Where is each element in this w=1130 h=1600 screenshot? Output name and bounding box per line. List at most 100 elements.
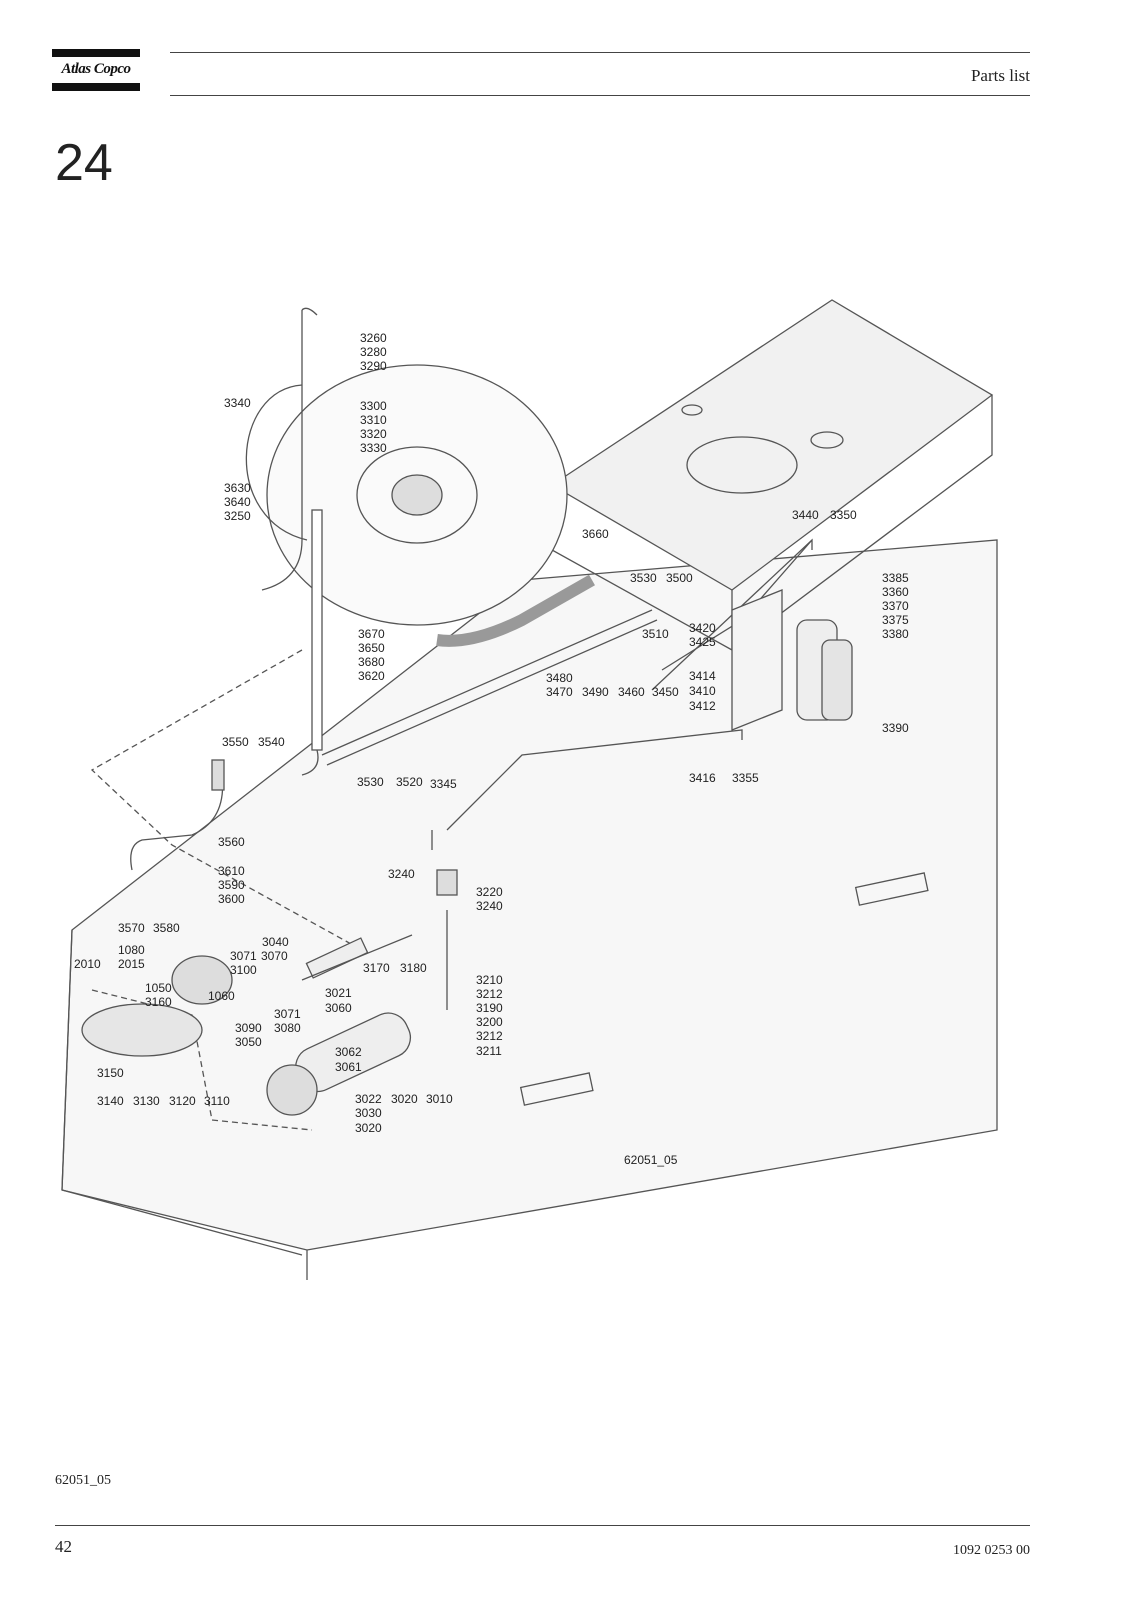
- callout-label: 3110: [204, 1094, 230, 1108]
- callout-label: 3670: [358, 627, 385, 641]
- callout-label: 3420: [689, 621, 716, 635]
- callout-label: 3530: [630, 571, 657, 585]
- callout-label: 3150: [97, 1066, 124, 1080]
- callout-label: 3440: [792, 508, 819, 522]
- callout-label: 2010: [74, 957, 101, 971]
- callout-label: 3370: [882, 599, 909, 613]
- callout-label: 3220: [476, 885, 503, 899]
- callout-label: 3410: [689, 684, 716, 698]
- callout-label: 3180: [400, 961, 427, 975]
- callout-label: 3380: [882, 627, 909, 641]
- callout-label: 3355: [732, 771, 759, 785]
- callout-label: 3022: [355, 1092, 382, 1106]
- figure-code: 62051_05: [624, 1153, 678, 1167]
- callout-label: 1050: [145, 981, 172, 995]
- callout-label: 2015: [118, 957, 145, 971]
- callout-label: 3080: [274, 1021, 301, 1035]
- callout-label: 3385: [882, 571, 909, 585]
- callout-label: 3090: [235, 1021, 262, 1035]
- callout-label: 3425: [689, 635, 716, 649]
- callout-label: 3580: [153, 921, 180, 935]
- callout-label: 3680: [358, 655, 385, 669]
- callout-label: 3570: [118, 921, 145, 935]
- callout-label: 3211: [476, 1044, 502, 1058]
- callout-label: 3340: [224, 396, 251, 410]
- callout-label: 3020: [355, 1121, 382, 1135]
- callout-label: 3416: [689, 771, 716, 785]
- callout-label: 3500: [666, 571, 693, 585]
- footer-rule: [55, 1525, 1030, 1526]
- callout-label: 3310: [360, 413, 387, 427]
- callout-label: 3170: [363, 961, 390, 975]
- callout-label: 3470: [546, 685, 573, 699]
- callout-label: 3540: [258, 735, 285, 749]
- exploded-parts-diagram: 3260 3280 3290 3340 3300 3310 3320 3330 …: [52, 290, 1012, 1280]
- callout-label: 3212: [476, 1029, 503, 1043]
- callout-label: 3390: [882, 721, 909, 735]
- callout-label: 3071: [230, 949, 257, 963]
- callout-label: 3140: [97, 1094, 124, 1108]
- callout-label: 3530: [357, 775, 384, 789]
- callout-label: 3660: [582, 527, 609, 541]
- callout-label: 3260: [360, 331, 387, 345]
- brand-name: Atlas Copco: [61, 61, 131, 77]
- callout-label: 3490: [582, 685, 609, 699]
- callout-label: 3360: [882, 585, 909, 599]
- document-number: 1092 0253 00: [953, 1543, 1030, 1558]
- callout-label: 3375: [882, 613, 909, 627]
- callout-label: 3550: [222, 735, 249, 749]
- header-rule-top: [170, 52, 1030, 53]
- callout-label: 3560: [218, 835, 245, 849]
- callout-label: 3610: [218, 864, 245, 878]
- callout-label: 3600: [218, 892, 245, 906]
- callout-label: 1060: [208, 989, 235, 1003]
- callout-label: 3250: [224, 509, 251, 523]
- callout-label: 3330: [360, 441, 387, 455]
- callout-label: 3280: [360, 345, 387, 359]
- callout-label: 3040: [262, 935, 289, 949]
- callout-label: 3510: [642, 627, 669, 641]
- callout-label: 3061: [335, 1060, 362, 1074]
- callout-label: 3200: [476, 1015, 503, 1029]
- callout-label: 3240: [388, 867, 415, 881]
- callout-label: 3020: [391, 1092, 418, 1106]
- callout-label: 3050: [235, 1035, 262, 1049]
- callout-label: 3620: [358, 669, 385, 683]
- callout-label: 3630: [224, 481, 251, 495]
- callout-label: 3190: [476, 1001, 503, 1015]
- callout-label: 3212: [476, 987, 503, 1001]
- callout-label: 3030: [355, 1106, 382, 1120]
- callout-label: 3320: [360, 427, 387, 441]
- header-title: Parts list: [970, 66, 1030, 85]
- callout-label: 3460: [618, 685, 645, 699]
- callout-label: 3290: [360, 359, 387, 373]
- callout-label: 3160: [145, 995, 172, 1009]
- callout-label: 3071: [274, 1007, 301, 1021]
- callout-label: 3640: [224, 495, 251, 509]
- callout-label: 3590: [218, 878, 245, 892]
- callout-label: 3070: [261, 949, 288, 963]
- callout-label: 3480: [546, 671, 573, 685]
- callout-label: 3412: [689, 699, 716, 713]
- callout-label: 3350: [830, 508, 857, 522]
- callout-label: 3210: [476, 973, 503, 987]
- callout-label: 3062: [335, 1045, 362, 1059]
- callout-label: 1080: [118, 943, 145, 957]
- callout-label: 3450: [652, 685, 679, 699]
- callout-label: 3130: [133, 1094, 160, 1108]
- callout-label: 3240: [476, 899, 503, 913]
- callout-label: 3520: [396, 775, 423, 789]
- callout-label: 3650: [358, 641, 385, 655]
- header-rule-bottom: [170, 95, 1030, 96]
- callout-label: 3060: [325, 1001, 352, 1015]
- callout-label: 3300: [360, 399, 387, 413]
- figure-reference: 62051_05: [55, 1473, 111, 1488]
- atlas-copco-logo: Atlas Copco: [52, 49, 140, 95]
- callout-label: 3345: [430, 777, 457, 791]
- callout-label: 3021: [325, 986, 352, 1000]
- callout-label: 3120: [169, 1094, 196, 1108]
- callout-label: 3010: [426, 1092, 453, 1106]
- page-number: 42: [55, 1537, 72, 1556]
- section-number: 24: [55, 134, 113, 192]
- callout-label: 3100: [230, 963, 257, 977]
